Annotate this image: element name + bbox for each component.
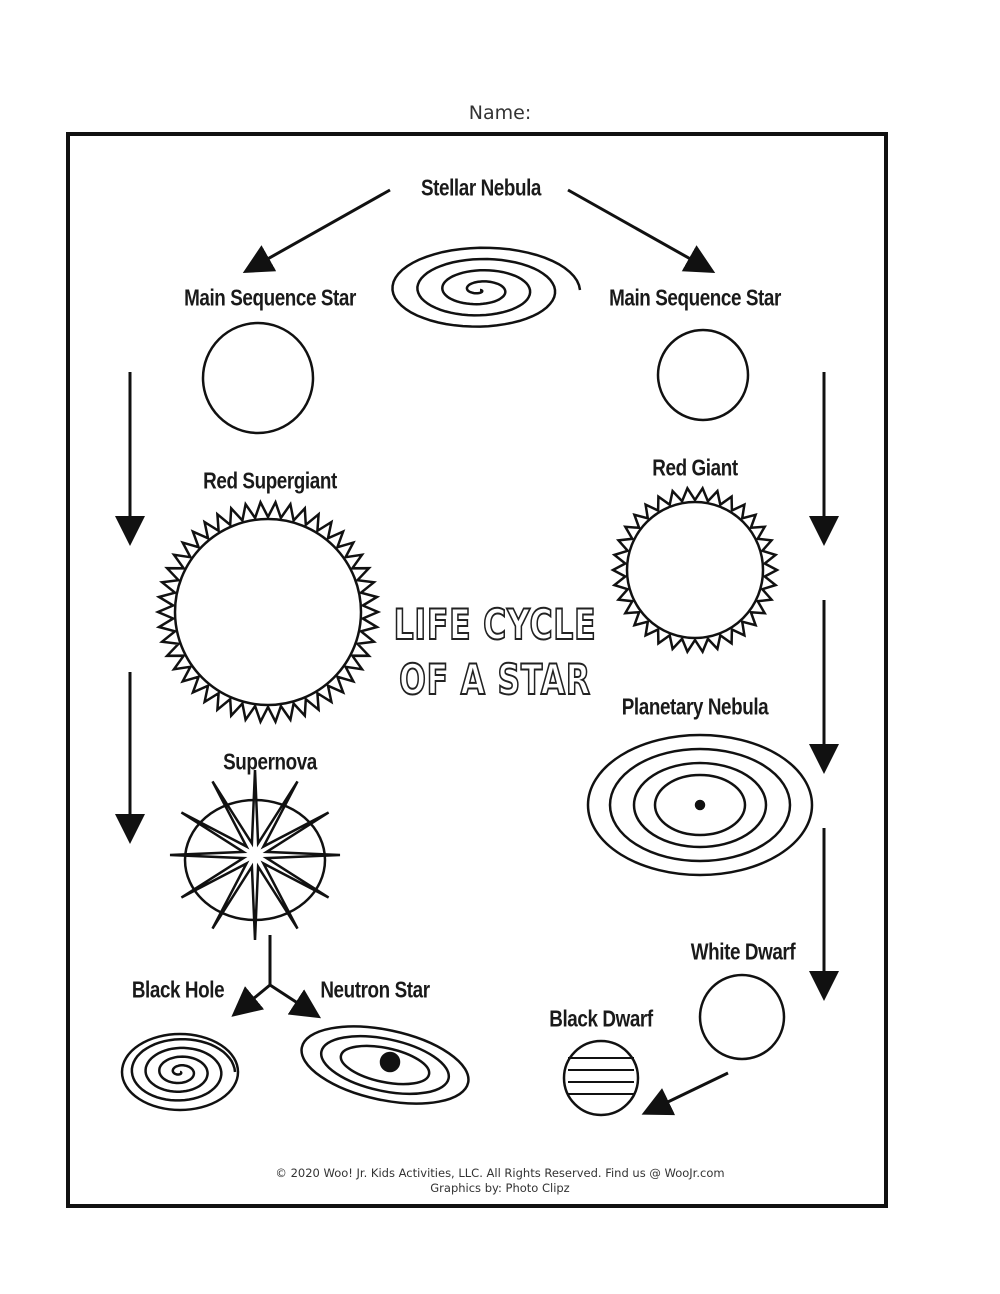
arrow-nebula-left xyxy=(242,188,391,273)
worksheet-frame xyxy=(66,132,888,1208)
main-sequence-star-left-icon xyxy=(201,321,315,435)
planetary-nebula-core-icon xyxy=(694,799,706,811)
arrow-white-to-black-dwarf xyxy=(641,1071,729,1116)
label-planetary-nebula: Planetary Nebula xyxy=(621,693,769,720)
main-sequence-star-right-icon xyxy=(656,328,750,422)
label-black-dwarf: Black Dwarf xyxy=(549,1005,653,1032)
black-hole-spiral-icon xyxy=(130,1037,237,1102)
red-supergiant-icon xyxy=(173,517,363,707)
label-main-sequence-left: Main Sequence Star xyxy=(184,284,356,311)
name-field-label: Name: xyxy=(468,102,532,124)
red-giant-icon xyxy=(625,500,765,640)
white-dwarf-icon xyxy=(698,973,786,1061)
neutron-star-core-icon xyxy=(379,1051,401,1073)
label-white-dwarf: White Dwarf xyxy=(690,938,796,965)
black-dwarf-icon xyxy=(562,1039,640,1117)
label-main-sequence-right: Main Sequence Star xyxy=(609,284,781,311)
arrow-to-black-hole xyxy=(231,983,271,1017)
label-stellar-nebula: Stellar Nebula xyxy=(420,174,542,201)
label-red-giant: Red Giant xyxy=(652,454,738,481)
label-supernova: Supernova xyxy=(223,748,317,775)
arrow-nebula-right xyxy=(567,188,716,273)
label-neutron-star: Neutron Star xyxy=(320,976,430,1003)
footer-credits: Graphics by: Photo Clipz xyxy=(430,1181,570,1195)
label-black-hole: Black Hole xyxy=(131,976,225,1003)
footer-copyright: © 2020 Woo! Jr. Kids Activities, LLC. Al… xyxy=(275,1166,725,1180)
arrow-to-neutron-star xyxy=(269,983,322,1019)
stellar-nebula-spiral-icon xyxy=(391,246,582,328)
title-line-2: OF A STAR xyxy=(398,654,591,705)
label-red-supergiant: Red Supergiant xyxy=(203,467,337,494)
title-line-1: LIFE CYCLE xyxy=(393,599,597,650)
supernova-burst-icon xyxy=(169,769,341,941)
